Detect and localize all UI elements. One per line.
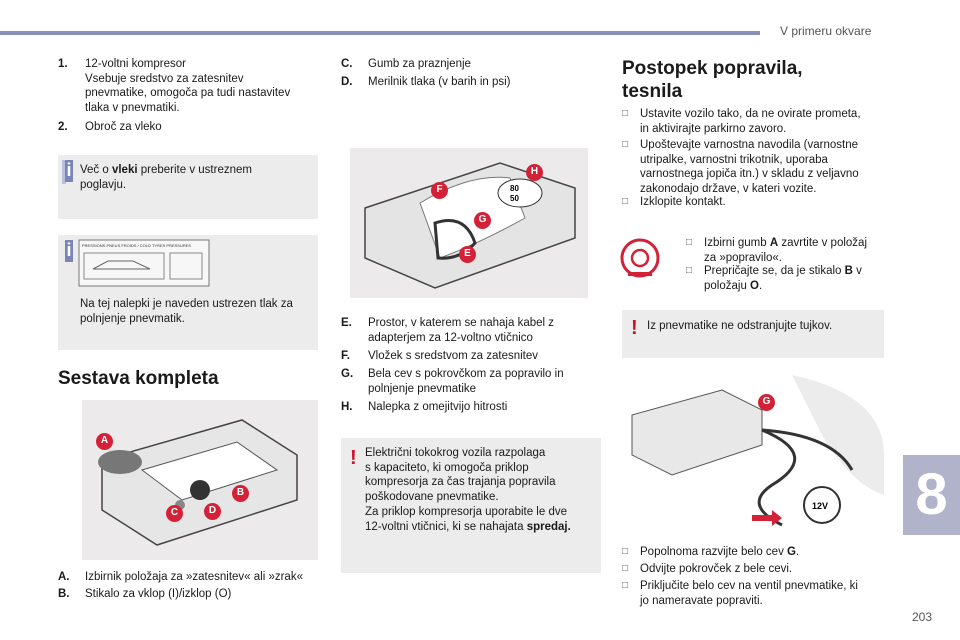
info-bar bbox=[62, 160, 66, 184]
checkbox-icon: □ bbox=[622, 546, 629, 557]
checkbox-icon: □ bbox=[622, 580, 629, 591]
warning-box-socket-text: Električni tokokrog vozila razpolaga s k… bbox=[365, 447, 571, 533]
step-bullet-selector: □Izbirni gumb A zavrtite v položaj za »p… bbox=[686, 237, 868, 264]
chapter-tab[interactable]: 8 bbox=[903, 455, 960, 535]
checkbox-icon: □ bbox=[622, 196, 629, 207]
pressure-sticker-image: PRESSIONS PNEUS FROIDS / COLD TYRES PRES… bbox=[78, 239, 210, 287]
figure-label-g: G bbox=[474, 212, 491, 229]
figure-label-b: B bbox=[232, 485, 249, 502]
figure-label-h: H bbox=[526, 164, 543, 181]
info-box-towing bbox=[58, 155, 318, 219]
checkbox-icon: □ bbox=[622, 108, 629, 119]
speed-sticker-top: 80 bbox=[510, 184, 519, 193]
checkbox-icon: □ bbox=[686, 237, 693, 248]
kit-item-b: B. Stikalo za vklop (I)/izklop (O) bbox=[58, 588, 232, 600]
figure-label-d: D bbox=[204, 503, 221, 520]
step-bullet-switch: □Prepričajte se, da je stikalo B v polož… bbox=[686, 265, 862, 292]
info-icon: i bbox=[65, 160, 73, 182]
hose-figure: 12V bbox=[622, 375, 884, 540]
header-bar bbox=[0, 31, 760, 35]
sticker-title: PRESSIONS PNEUS FROIDS / COLD TYRES PRES… bbox=[82, 243, 191, 248]
step-bullet: □Priključite belo cev na ventil pnevmati… bbox=[622, 580, 858, 607]
item-1: 1. 12-voltni kompresor Vsebuje sredstvo … bbox=[58, 58, 291, 115]
warning-box-socket bbox=[341, 438, 601, 573]
info-box-towing-text: Več o vleki preberite v ustreznem poglav… bbox=[80, 164, 252, 191]
warning-icon: ! bbox=[350, 447, 357, 469]
warning-icon: ! bbox=[631, 317, 638, 339]
compressor-figure: 80 50 bbox=[350, 148, 588, 298]
item-d: D. Merilnik tlaka (v barih in psi) bbox=[341, 76, 511, 88]
repair-mode-icon bbox=[614, 232, 666, 284]
info-box-pressure-text: Na tej nalepki je naveden ustrezen tlak … bbox=[80, 298, 293, 325]
info-icon: i bbox=[65, 240, 73, 262]
checkbox-icon: □ bbox=[622, 139, 629, 150]
figure-label-g: G bbox=[758, 394, 775, 411]
speed-sticker-bottom: 50 bbox=[510, 194, 519, 203]
item-c: C. Gumb za praznjenje bbox=[341, 58, 471, 70]
step-bullet: □Izklopite kontakt. bbox=[622, 196, 726, 208]
item-f: F. Vložek s sredstvom za zatesnitev bbox=[341, 350, 539, 362]
item-e: E. Prostor, v katerem se nahaja kabel z … bbox=[341, 317, 555, 344]
item-g: G. Bela cev s pokrovčkom za popravilo in… bbox=[341, 368, 564, 395]
kit-title: Sestava kompleta bbox=[58, 368, 219, 389]
kit-figure bbox=[82, 400, 318, 560]
checkbox-icon: □ bbox=[622, 563, 629, 574]
section-title: V primeru okvare bbox=[780, 24, 872, 38]
warning-box-foreign bbox=[622, 310, 884, 358]
step-bullet: □Upoštevajte varnostna navodila (varnost… bbox=[622, 139, 859, 196]
page-number: 203 bbox=[912, 610, 933, 624]
step-bullet: □Odvijte pokrovček z bele cevi. bbox=[622, 563, 793, 575]
figure-label-e: E bbox=[459, 246, 476, 263]
item-h: H. Nalepka z omejitvijo hitrosti bbox=[341, 401, 508, 413]
checkbox-icon: □ bbox=[686, 265, 693, 276]
step-bullet: □Ustavite vozilo tako, da ne ovirate pro… bbox=[622, 108, 861, 135]
item-2: 2. Obroč za vleko bbox=[58, 121, 162, 133]
repair-title: Postopek popravila, tesnila bbox=[622, 58, 803, 102]
step-bullet: □Popolnoma razvijte belo cev G. bbox=[622, 546, 800, 558]
warning-box-foreign-text: Iz pnevmatike ne odstranjujte tujkov. bbox=[647, 320, 833, 332]
figure-label-a: A bbox=[96, 433, 113, 450]
socket-label: 12V bbox=[812, 501, 828, 511]
figure-label-f: F bbox=[431, 182, 448, 199]
figure-label-c: C bbox=[166, 505, 183, 522]
kit-item-a: A. Izbirnik položaja za »zatesnitev« ali… bbox=[58, 571, 303, 583]
